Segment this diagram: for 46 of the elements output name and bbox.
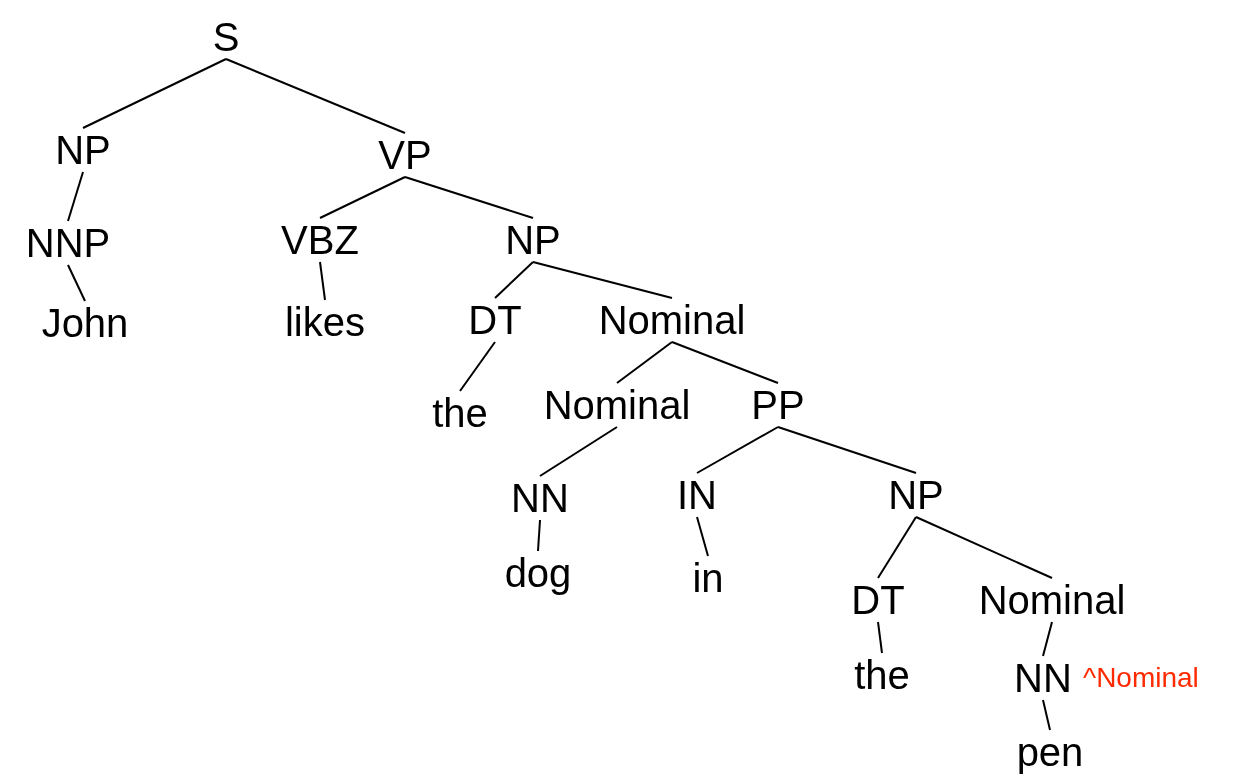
tree-node-label: NP xyxy=(55,130,111,170)
tree-node-label: Nominal xyxy=(543,385,691,425)
tree-node-label: PP xyxy=(751,385,805,425)
tree-branch xyxy=(671,341,779,384)
tree-branch xyxy=(537,519,541,552)
tree-node-label: pen xyxy=(1016,732,1084,772)
annotation-label: ^Nominal xyxy=(1083,664,1199,692)
tree-branch xyxy=(532,261,673,299)
tree-node-label: in xyxy=(692,558,724,598)
tree-node-label: NN xyxy=(511,478,569,518)
tree-node-label: Nominal xyxy=(598,300,746,340)
tree-branch xyxy=(877,516,917,579)
tree-branch xyxy=(915,516,1053,579)
tree-branch xyxy=(777,426,917,474)
tree-branch xyxy=(616,341,673,384)
tree-branch xyxy=(319,261,326,301)
tree-node-label: DT xyxy=(851,580,905,620)
tree-branch xyxy=(82,58,227,129)
tree-node-label: NP xyxy=(888,475,944,515)
tree-node-label: VBZ xyxy=(281,220,359,260)
tree-branch xyxy=(696,516,709,557)
tree-branch xyxy=(319,176,406,219)
tree-branch xyxy=(67,264,86,302)
tree-branch xyxy=(225,58,406,134)
tree-node-label: dog xyxy=(504,553,572,593)
tree-branch xyxy=(1042,699,1051,731)
tree-node-label: NNP xyxy=(25,223,111,263)
tree-node-label: Nominal xyxy=(978,580,1126,620)
tree-branch xyxy=(67,171,84,222)
tree-node-label: NN xyxy=(1014,658,1072,698)
tree-branch xyxy=(459,341,496,392)
tree-node-label: John xyxy=(41,303,129,343)
tree-node-label: likes xyxy=(285,302,365,342)
tree-node-label: the xyxy=(854,655,910,695)
tree-branch xyxy=(877,621,883,654)
tree-branch xyxy=(404,176,534,219)
tree-node-label: VP xyxy=(378,135,432,175)
tree-node-label: DT xyxy=(468,300,522,340)
tree-branch xyxy=(1042,621,1053,657)
tree-node-label: the xyxy=(432,393,488,433)
tree-node-label: NP xyxy=(505,220,561,260)
tree-node-label: IN xyxy=(677,475,717,515)
tree-branch xyxy=(494,261,534,299)
tree-branch xyxy=(696,426,779,474)
tree-node-label: S xyxy=(212,17,240,57)
tree-branch xyxy=(539,426,618,477)
